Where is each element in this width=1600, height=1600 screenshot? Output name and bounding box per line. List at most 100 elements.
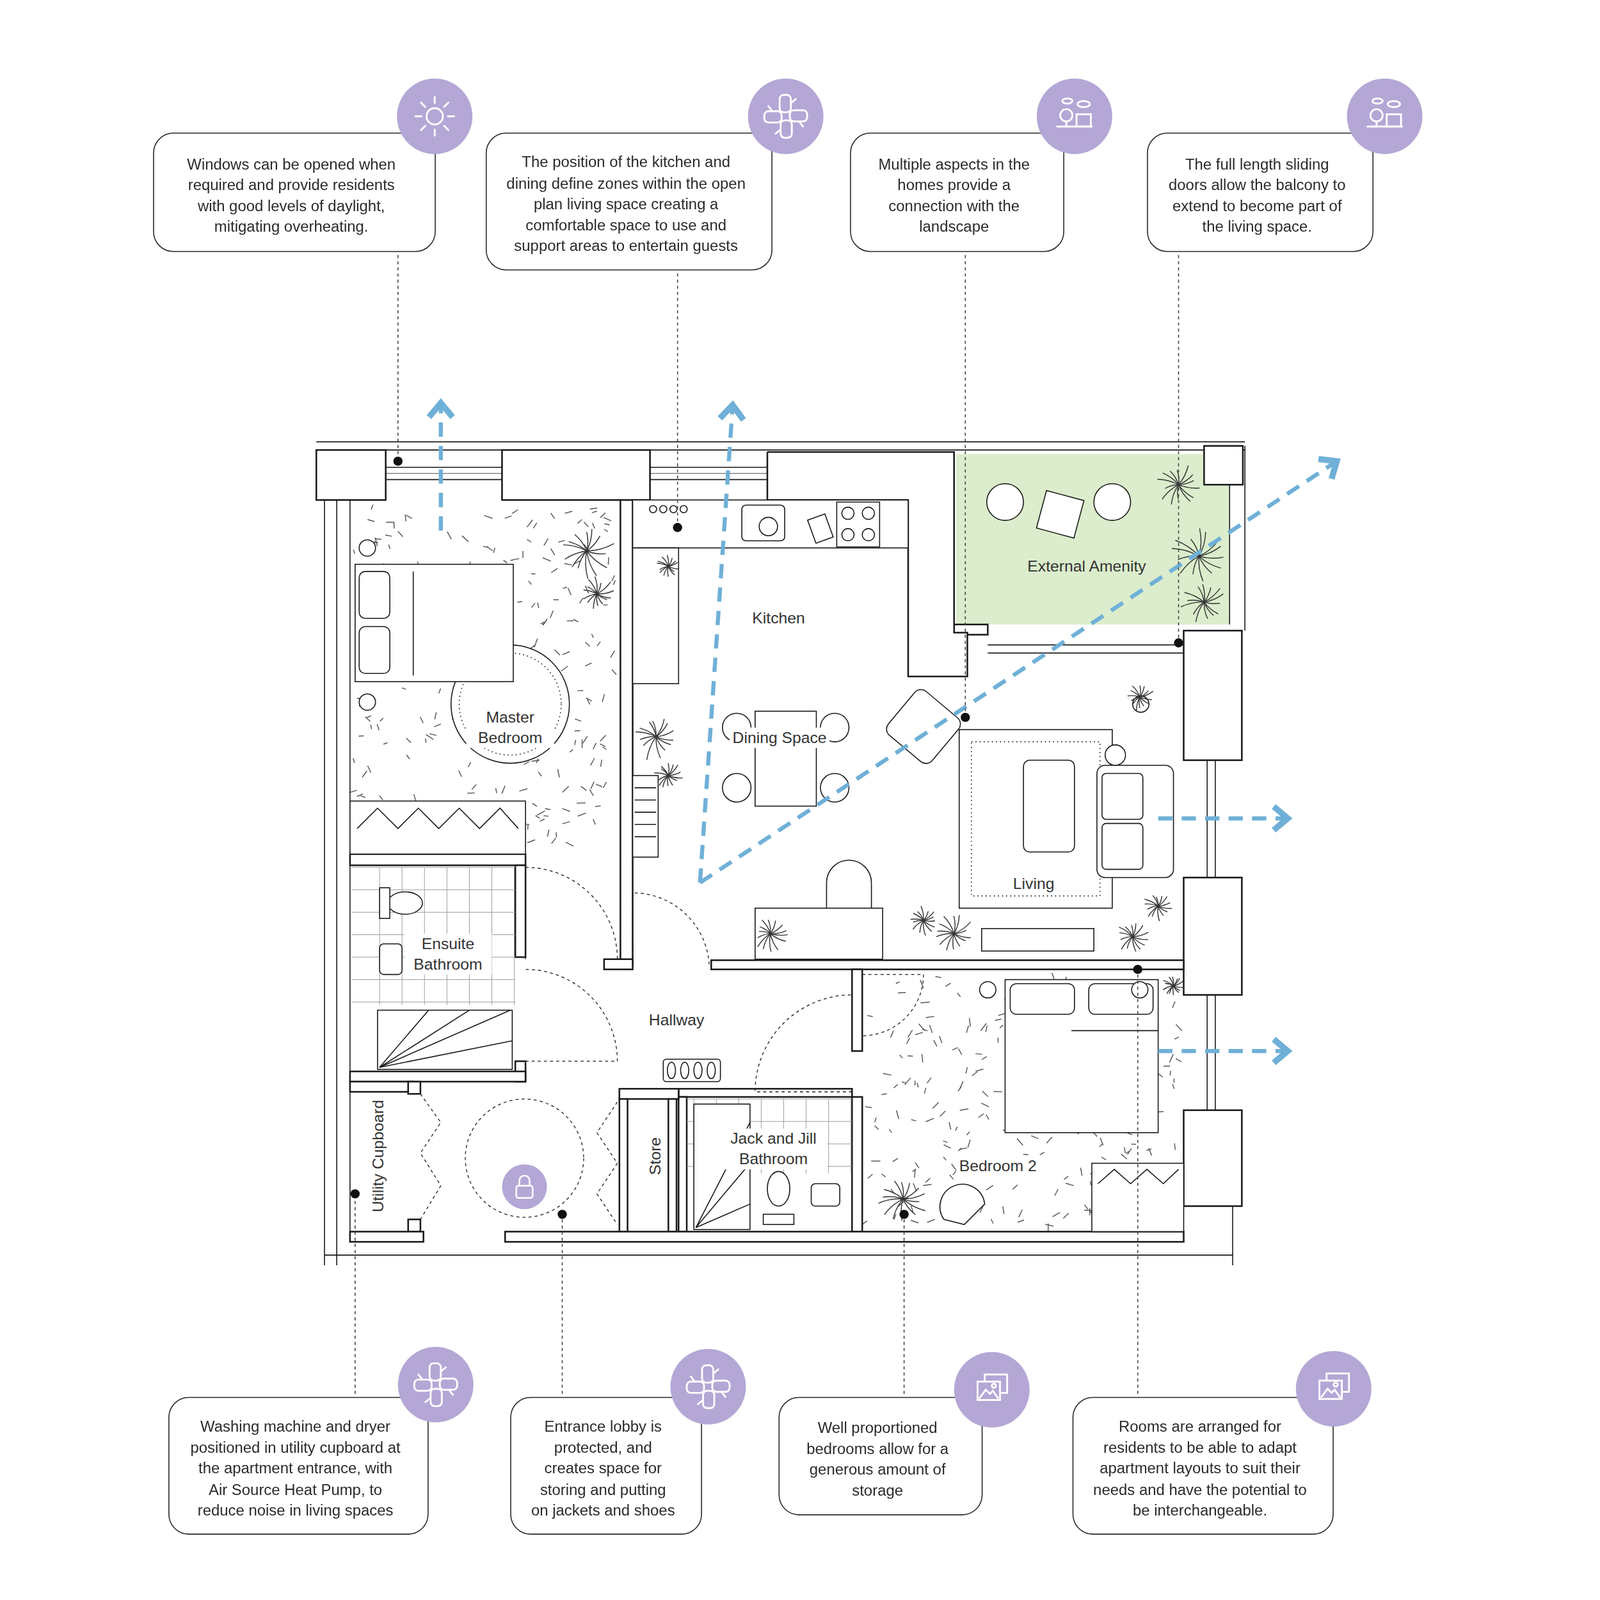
building	[1077, 114, 1092, 127]
floor-speck	[865, 1106, 872, 1108]
floor-speck	[1169, 1054, 1174, 1063]
floor-speck	[585, 642, 591, 647]
leader-line	[354, 1193, 356, 1394]
floor-speck	[563, 586, 568, 589]
picture-sun	[992, 1384, 996, 1389]
plant-leaf	[1131, 925, 1133, 937]
floor-speck	[602, 782, 607, 789]
floor-speck	[919, 1024, 925, 1032]
plant-leaf	[586, 551, 607, 554]
floor-speck	[867, 1015, 873, 1017]
floor-speck	[966, 1131, 970, 1135]
floor-speck	[398, 531, 404, 537]
floor-speck	[926, 1016, 935, 1018]
cloud	[1388, 101, 1401, 108]
sofa-cushion	[1102, 773, 1144, 820]
floor-speck	[907, 1055, 913, 1057]
wall	[851, 969, 863, 1052]
floor-speck	[358, 735, 364, 737]
leader-line	[397, 255, 399, 462]
trunk	[1376, 121, 1378, 127]
bed	[1004, 979, 1158, 1133]
callout-icon	[398, 1347, 474, 1423]
room-label: Utility Cupboard	[368, 1096, 390, 1216]
hob	[836, 501, 880, 547]
floor-speck	[893, 1084, 898, 1088]
leader-dot	[899, 1209, 909, 1219]
sanitary	[377, 887, 840, 1230]
hook	[659, 505, 667, 513]
aspect-head	[1273, 1039, 1288, 1064]
floor-speck	[540, 819, 545, 822]
shelf-line	[634, 811, 656, 813]
floor-speck	[487, 546, 493, 552]
floor-speck	[583, 521, 589, 527]
room-label: Bedroom 2	[956, 1155, 1040, 1177]
shelf-line	[634, 787, 656, 789]
bedside-lamp	[359, 693, 376, 711]
floor-speck	[890, 1030, 894, 1037]
plant-leaf	[1132, 936, 1136, 952]
lock-icon	[501, 1164, 547, 1209]
floor-speck	[975, 1069, 984, 1072]
floor-speck	[867, 1174, 873, 1179]
room-label: Kitchen	[749, 608, 809, 629]
plant-leaf	[936, 933, 955, 937]
cistern	[379, 887, 390, 919]
floor-speck	[922, 1054, 923, 1063]
plant-leaf	[656, 718, 665, 737]
floor-speck	[424, 738, 427, 743]
floor-speck	[944, 1144, 952, 1149]
hand-thumb	[425, 1398, 431, 1403]
plant-leaf	[597, 593, 603, 605]
floor-speck	[999, 1024, 1003, 1028]
floor-speck	[401, 688, 406, 690]
plant-leaf	[953, 915, 955, 934]
plant-leaf	[667, 566, 669, 577]
leader-line	[964, 255, 966, 718]
floor-speck	[524, 761, 530, 765]
floor-speck	[949, 1175, 954, 1180]
picture-mountain	[979, 1390, 999, 1399]
floor-speck	[554, 649, 560, 656]
tile-line	[828, 1098, 829, 1174]
room-label: Jack and Jill Bathroom	[719, 1128, 828, 1170]
floor-speck	[1125, 1151, 1130, 1154]
floor-speck	[467, 792, 475, 794]
floor-speck	[531, 602, 536, 608]
floor-speck	[1016, 1138, 1023, 1146]
floor-speck	[357, 794, 363, 797]
floor-speck	[1089, 1181, 1091, 1186]
floor-speck	[537, 602, 539, 608]
plant-leaf	[1158, 902, 1171, 906]
floor-speck	[550, 610, 554, 618]
floor-speck	[380, 718, 384, 722]
floor-speck	[1099, 1143, 1103, 1147]
floor-speck	[353, 758, 355, 763]
shower	[377, 1009, 512, 1069]
hand-thumb	[768, 106, 773, 112]
plant-leaf	[954, 933, 960, 947]
shoe	[680, 1062, 689, 1080]
icon-circle	[1037, 78, 1113, 155]
facade-line	[1232, 1206, 1234, 1266]
chair	[940, 1184, 985, 1225]
callout-text-holder: Rooms are arranged for residents to be a…	[1091, 1416, 1309, 1521]
plant-leaf	[1178, 484, 1194, 498]
plant-leaf	[1162, 985, 1174, 990]
floor-speck	[1052, 1212, 1061, 1217]
plant-leaf	[1132, 932, 1149, 937]
room-label-holder: Store	[645, 1134, 666, 1179]
callout-icon	[1037, 78, 1113, 155]
floor-texture	[349, 504, 1186, 1233]
aspect-head	[1273, 806, 1288, 831]
hand	[687, 1376, 705, 1394]
hand-palm	[790, 110, 808, 123]
window-line	[650, 479, 768, 481]
plant-leaf	[944, 916, 955, 934]
callout-icon	[670, 1349, 747, 1425]
facade-line	[1244, 446, 1246, 632]
floor-speck	[493, 547, 495, 553]
floor-speck	[360, 795, 366, 798]
floor-speck	[532, 803, 537, 807]
